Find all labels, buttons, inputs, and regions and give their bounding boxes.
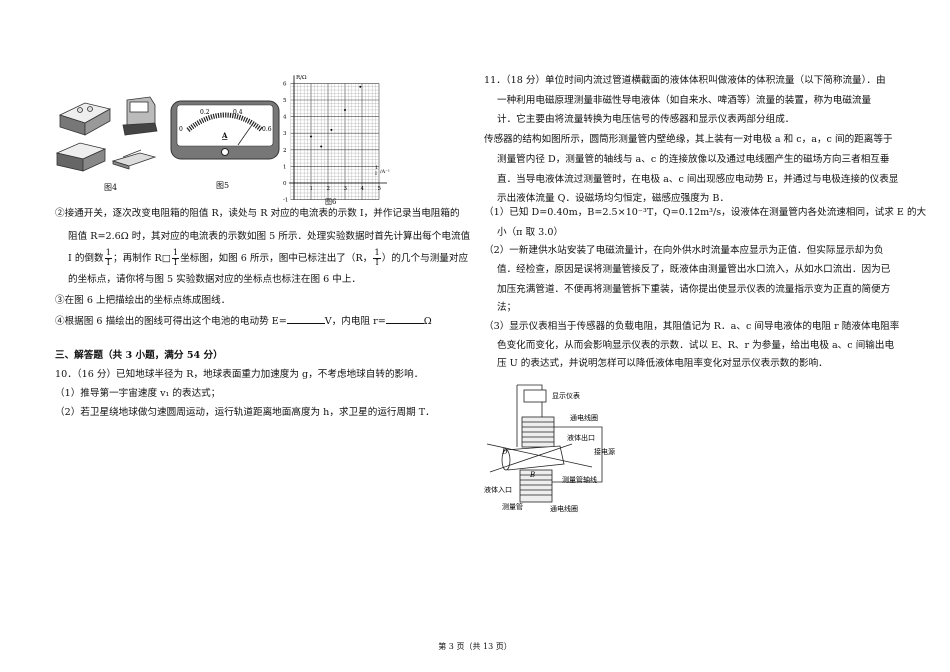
q11-line: 色变化而变化，从而会影响显示仪表的示数．试以 E、R、r 为参量，给出电极 a、… [497, 340, 895, 351]
label-inlet: 液体入口 [484, 485, 512, 494]
data-point [359, 85, 362, 88]
figure-6-caption: 图6 [325, 198, 337, 206]
y-tick-label: 3 [283, 131, 287, 137]
data-point [310, 135, 312, 138]
x-tick-label: 1 [310, 186, 314, 192]
y-tick-label: 1 [283, 164, 287, 170]
emf-answer-blank[interactable] [286, 314, 325, 324]
label-D: D [501, 448, 508, 456]
text: V，内电阻 r= [324, 316, 386, 327]
text: Ω [423, 316, 432, 327]
q10: 10．（16 分）已知地球半径为 R，地球表面重力加速度为 g，不考虑地球自转的… [55, 369, 424, 380]
label-coil-top: 通电线圈 [570, 413, 598, 422]
y-tick-label: 6 [283, 81, 287, 87]
q11-line: 加压充满管道．不便再将测量管拆下重装，请你提出使显示仪表的流量指示变为正直的简便… [497, 284, 891, 295]
q9-step3: ③在图 6 上把描绘出的坐标点练成图线． [55, 295, 231, 306]
y-tick-label: 2 [283, 148, 287, 154]
label-axis: 测量管轴线 [562, 475, 597, 484]
data-point [330, 128, 333, 131]
x-tick-label: 5 [378, 186, 382, 192]
label-tube: 测量管 [502, 502, 523, 511]
q11-line: 压 U 的表达式，并说明怎样可以降低液体电阻率变化对显示仪表示数的影响． [497, 358, 828, 369]
figure-4-caption: 图4 [104, 183, 118, 192]
flowmeter-figure: 显示仪表 通电线圈 液体出口 接电源 测量管轴线 液体入口 测量管 通电线圈 D… [484, 384, 615, 513]
q11-line: 计．它主要由将流量转换为电压信号的传感器和显示仪表两部分组成． [497, 114, 795, 125]
data-point [320, 145, 323, 148]
figure-4-instruments [55, 96, 158, 172]
meter-needle [237, 121, 255, 146]
coil-bottom [519, 469, 553, 503]
q9-step2-line4: 的坐标点，请你将与图 5 实验数据对应的坐标点也标注在图 6 中上． [68, 274, 362, 285]
tick-0.2: 0.2 [200, 109, 210, 116]
y-tick-label: 0 [283, 181, 287, 187]
q11-line: 11．（18 分）单位时间内流过管道横截面的液体体积叫做液体的体积流量（以下简称… [484, 75, 886, 86]
label-power: 接电源 [594, 447, 615, 456]
ammeter [122, 96, 158, 136]
text: ；再制作 R□ [113, 253, 171, 264]
q9-step2-line1: ②接通开关，逐次改变电阻箱的阻值 R，读处与 R 对应的电流表的示数 I，并作记… [55, 208, 460, 219]
x-tick-label: 3 [344, 186, 348, 192]
meter-label: A [221, 131, 228, 140]
page-footer: 第 3 页（共 13 页） [438, 642, 512, 651]
q9-step2-line2: 阻值 R=2.6Ω 时，其对应的电流表的示数如图 5 所示．处理实验数据时首先计… [68, 231, 471, 242]
x-axis-unit: /A⁻¹ [380, 169, 390, 175]
q11-line: 测量管内径 D，测量管的轴线与 a、c 的连接放像以及通过电线圈产生的磁场方向三… [497, 154, 890, 165]
q9-step4: ④根据图 6 描绘出的图线可得出这个电池的电动势 E= V，内电阻 r= Ω [55, 314, 432, 328]
text: ④根据图 6 描绘出的图线可得出这个电池的电动势 E= [55, 316, 287, 327]
label-coil-bottom: 通电线圈 [550, 504, 578, 513]
y-tick-label: -1 [283, 198, 288, 204]
q11-line: 示出液体流量 Q．设磁场均匀恒定，磁感应强度为 B． [497, 193, 730, 204]
x-axis-frac-num: 1 [375, 165, 378, 171]
q10-part2: （2）若卫星绕地球做匀速圆周运动，运行轨道距离地面高度为 h，求卫星的运行周期 … [55, 407, 435, 418]
q11-line: 小（π 取 3.0） [497, 227, 564, 238]
x-axis-frac-den: I [375, 171, 377, 177]
data-point [344, 108, 346, 111]
figure-5-ammeter-dial: 0 0.2 0.4 0.6 A [170, 100, 280, 160]
resistance-box [58, 102, 112, 136]
q10-part1: （1）推导第一宇宙速度 v₁ 的表达式； [55, 388, 221, 399]
y-tick-label: 4 [283, 115, 287, 121]
q11-line: （2）一新建供水站安装了电磁流量计，在向外供水时流量本应显示为正值．但实际显示却… [484, 245, 884, 256]
text: ）的几个与测量对应 [381, 253, 469, 264]
q11-line: 值．经检查，原因是误将测量管接反了，既液体由测量管出水口流入，从如水口流出．因为… [497, 264, 891, 275]
resistance-answer-blank[interactable] [385, 314, 424, 324]
tick-0.4: 0.4 [233, 109, 243, 116]
battery [55, 142, 107, 172]
q11-line: （1）已知 D=0.40m，B=2.5×10⁻³T，Q=0.12m³/s，设液体… [484, 207, 927, 218]
x-tick-label: 4 [361, 186, 365, 192]
text: I 的倒数 [68, 253, 104, 264]
switch [111, 149, 157, 170]
tick-0: 0 [179, 126, 183, 133]
label-B: B [529, 471, 535, 479]
section-heading: 三、解答题（共 3 小题，满分 54 分） [55, 350, 223, 361]
tick-0.6: 0.6 [262, 126, 272, 133]
text: 坐标图，如图 6 所示，图中已标注出了（R， [180, 253, 373, 264]
q11-line: 直．当导电液体流过测量管时，在电极 a、c 间出现感应电动势 E，并通过与电极连… [497, 174, 899, 185]
q11-line: 一种利用电磁原理测量非磁性导电液体（如自来水、啤酒等）流量的装置，称为电磁流量 [497, 95, 872, 106]
coil-top [521, 416, 555, 448]
label-display: 显示仪表 [552, 391, 580, 400]
label-outlet: 液体出口 [567, 433, 595, 442]
x-tick-label: 2 [327, 186, 331, 192]
y-tick-label: 5 [283, 98, 287, 104]
q11-line: 传感器的结构如图所示，圆筒形测量管内壁绝缘，其上装有一对电极 a 和 c，a，c… [484, 134, 893, 145]
q11-line: （3）显示仪表相当于传感器的负载电阻，其阻值记为 R．a、c 间导电液体的电阻 … [484, 321, 900, 332]
figure-5-caption: 图5 [216, 181, 230, 190]
y-axis-label: R/Ω [296, 75, 307, 81]
q11-line: 法； [497, 302, 517, 313]
